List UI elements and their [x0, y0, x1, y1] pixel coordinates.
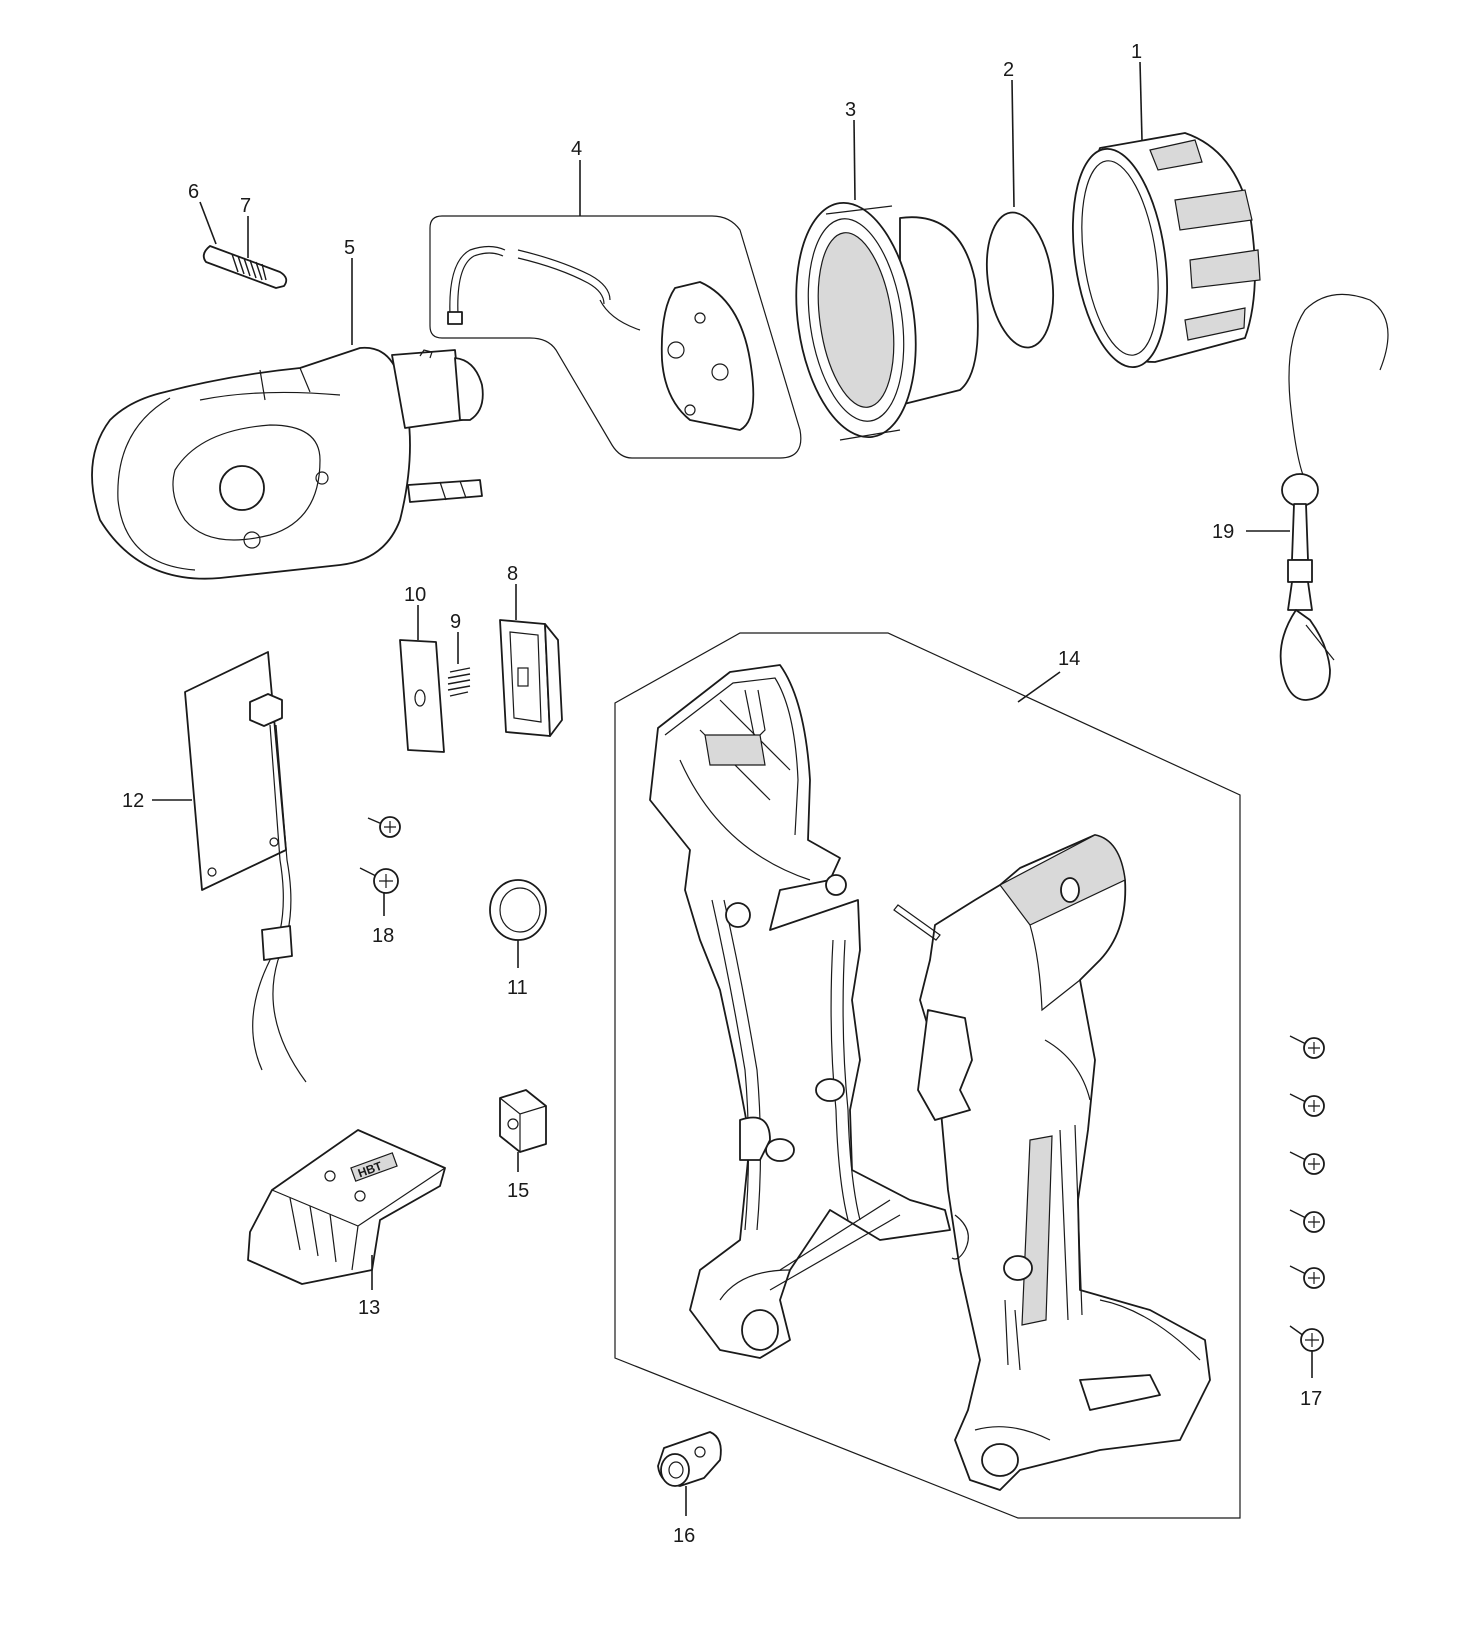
callout-2: 2 [1003, 59, 1014, 81]
callout-3: 3 [845, 99, 856, 121]
screw [1289, 1325, 1324, 1352]
part-17-screws [1289, 1035, 1325, 1352]
part-13-terminal: HBT [247, 1129, 446, 1285]
left-housing-half [649, 664, 951, 1359]
callout-16: 16 [673, 1525, 695, 1547]
callout-18: 18 [372, 925, 394, 947]
callout-4: 4 [571, 138, 582, 160]
part-1-front-cap [1071, 132, 1261, 369]
callout-5: 5 [344, 237, 355, 259]
screw [1289, 1265, 1325, 1289]
callout-12: 12 [122, 790, 144, 812]
callout-19: 19 [1212, 521, 1234, 543]
right-housing-half [917, 834, 1211, 1491]
callout-1: 1 [1131, 41, 1142, 63]
part-16-clip [657, 1431, 722, 1487]
callout-14: 14 [1058, 648, 1080, 670]
spring-wire [951, 1214, 969, 1260]
callout-10: 10 [404, 584, 426, 606]
part-7-spring [231, 253, 267, 281]
callout-7: 7 [240, 195, 251, 217]
part-3-reflector [795, 201, 979, 441]
screw [1289, 1209, 1325, 1233]
callout-13: 13 [358, 1297, 380, 1319]
part-4-led-assembly [429, 215, 802, 459]
part-14-housing-set [614, 632, 1241, 1519]
callout-11: 11 [507, 977, 528, 999]
part-8-switch [499, 619, 563, 737]
callout-8: 8 [507, 563, 518, 585]
part-5-head-housing [91, 346, 484, 580]
callout-15: 15 [507, 1180, 529, 1202]
part-2-lens [986, 211, 1054, 349]
part-19-lanyard [1279, 293, 1389, 701]
housing-pin [893, 904, 941, 941]
screw [1289, 1093, 1325, 1117]
part-9-spring [447, 667, 471, 697]
callout-9: 9 [450, 611, 461, 633]
part-11-ring [489, 879, 547, 941]
callout-17: 17 [1300, 1388, 1322, 1410]
part-10-plate [399, 639, 445, 753]
part-12-pcb [184, 651, 307, 1083]
part-6-pin [202, 245, 288, 289]
screw [1289, 1151, 1325, 1175]
screw [1289, 1035, 1325, 1059]
callout-6: 6 [188, 181, 199, 203]
part-18-screws [359, 816, 401, 894]
part-15-block [499, 1089, 547, 1153]
